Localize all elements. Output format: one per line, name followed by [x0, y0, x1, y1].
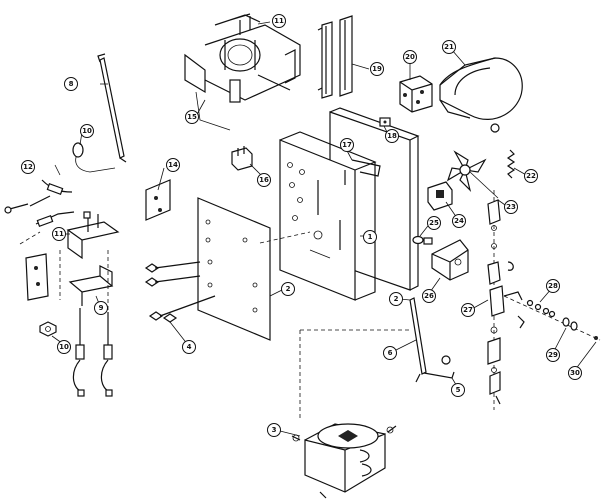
- callout-label: 29: [548, 351, 558, 359]
- callout-15: 15: [185, 110, 199, 124]
- main-chassis: [279, 131, 377, 301]
- callout-2-center: 2: [389, 292, 403, 306]
- connector-plug: [231, 146, 253, 171]
- callout-label: 25: [429, 219, 439, 227]
- callout-label: 26: [424, 292, 434, 300]
- callout-26: 26: [422, 289, 436, 303]
- callout-label: 28: [548, 282, 558, 290]
- switch-bracket-assembly: [19, 211, 120, 310]
- callout-30: 30: [568, 366, 582, 380]
- callout-29: 29: [546, 348, 560, 362]
- callout-28: 28: [546, 279, 560, 293]
- callout-19: 19: [370, 62, 384, 76]
- grommet: [412, 235, 424, 245]
- callout-8: 8: [64, 77, 78, 91]
- bracket-pair: [317, 15, 353, 99]
- callout-17: 17: [340, 138, 354, 152]
- interlock-bracket-stack: [487, 190, 523, 410]
- callout-25: 25: [427, 216, 441, 230]
- callout-2-left: 2: [281, 282, 295, 296]
- callout-10-top: 10: [80, 124, 94, 138]
- callout-label: 5: [456, 386, 461, 394]
- callout-10-bottom: 10: [57, 340, 71, 354]
- callout-24: 24: [452, 214, 466, 228]
- callout-16: 16: [257, 173, 271, 187]
- transformer: [291, 423, 397, 499]
- callout-label: 11: [274, 17, 284, 25]
- callout-label: 18: [387, 132, 397, 140]
- callout-label: 11: [54, 230, 64, 238]
- mounting-plate: [197, 197, 311, 341]
- callout-12: 12: [21, 160, 35, 174]
- terminal-block: [399, 75, 433, 113]
- fan-blade: [446, 150, 499, 199]
- callout-11-left: 11: [52, 227, 66, 241]
- callout-label: 8: [69, 80, 74, 88]
- callout-11-top: 11: [272, 14, 286, 28]
- spring: [506, 149, 516, 179]
- callout-1: 1: [363, 230, 377, 244]
- screws: [144, 261, 216, 323]
- callout-6: 6: [383, 346, 397, 360]
- callout-label: 15: [187, 113, 197, 121]
- washer-set: [503, 295, 601, 341]
- callout-label: 23: [506, 203, 516, 211]
- sensor-probe: [72, 142, 116, 173]
- callout-27: 27: [461, 303, 475, 317]
- callout-label: 16: [259, 176, 269, 184]
- door-switch: [423, 237, 469, 281]
- callout-label: 19: [372, 65, 382, 73]
- callout-4: 4: [182, 340, 196, 354]
- callout-label: 2: [394, 295, 399, 303]
- callout-label: 10: [59, 343, 69, 351]
- callout-5: 5: [451, 383, 465, 397]
- callout-label: 14: [168, 161, 178, 169]
- left-bracket-rod: [97, 53, 127, 163]
- callout-9: 9: [94, 301, 108, 315]
- callout-label: 20: [405, 53, 415, 61]
- callout-label: 4: [187, 343, 192, 351]
- callout-22: 22: [524, 169, 538, 183]
- capacitor: [427, 181, 453, 211]
- callout-label: 27: [463, 306, 473, 314]
- callout-label: 2: [286, 285, 291, 293]
- callout-label: 10: [82, 127, 92, 135]
- callout-label: 30: [570, 369, 580, 377]
- callout-label: 24: [454, 217, 464, 225]
- callout-21: 21: [442, 40, 456, 54]
- callout-label: 1: [368, 233, 373, 241]
- thermistor-cable: [4, 179, 75, 227]
- callout-label: 17: [342, 141, 352, 149]
- callout-23: 23: [504, 200, 518, 214]
- callout-label: 21: [444, 43, 454, 51]
- callout-18: 18: [385, 129, 399, 143]
- callout-label: 22: [526, 172, 536, 180]
- l-bracket: [145, 179, 171, 221]
- lead-wires: [72, 308, 113, 397]
- callout-label: 6: [388, 349, 393, 357]
- callout-14: 14: [166, 158, 180, 172]
- nut: [39, 321, 57, 337]
- callout-label: 9: [99, 304, 104, 312]
- callout-20: 20: [403, 50, 417, 64]
- callout-label: 3: [272, 426, 277, 434]
- fan-shroud: [439, 57, 523, 133]
- callout-label: 12: [23, 163, 33, 171]
- actuator-lever: [299, 297, 455, 420]
- solenoid-assembly: [184, 13, 301, 131]
- callout-3: 3: [267, 423, 281, 437]
